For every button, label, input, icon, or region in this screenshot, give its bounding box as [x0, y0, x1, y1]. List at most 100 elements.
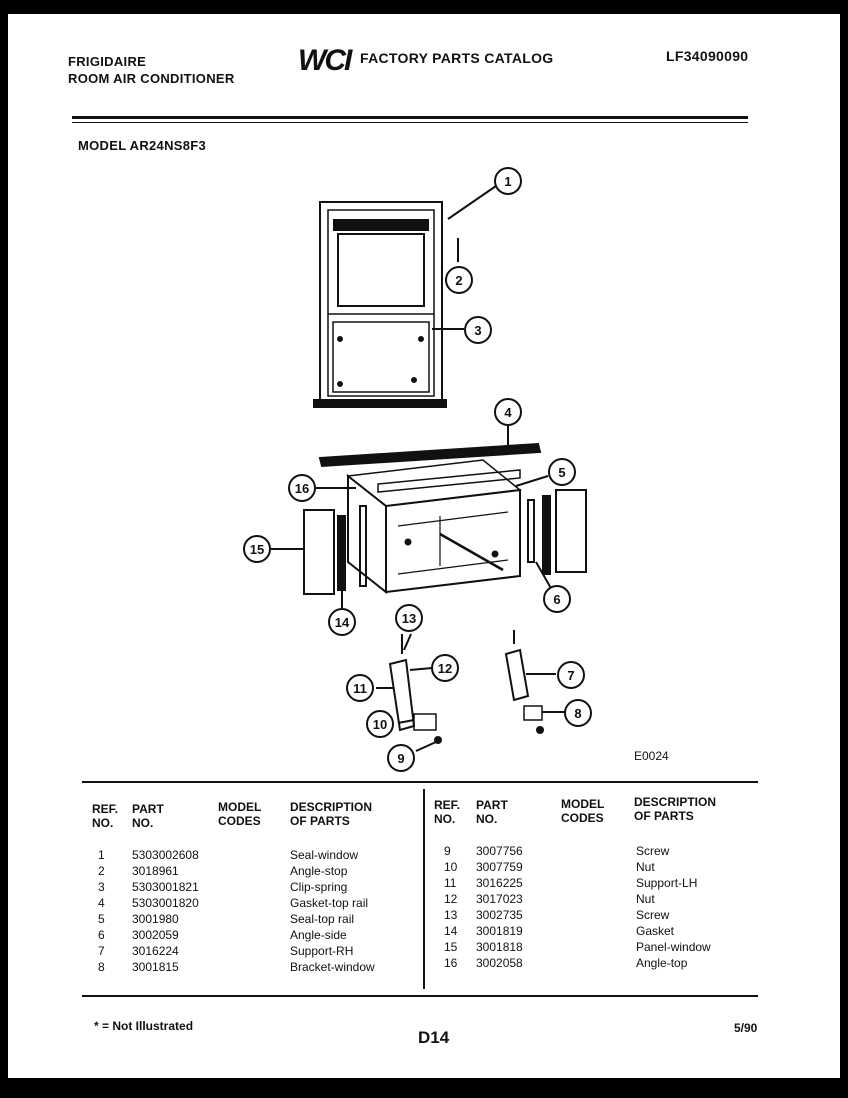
publication-date: 5/90 [734, 1021, 758, 1035]
cell-desc: Angle-top [636, 956, 688, 970]
cell-desc: Nut [636, 892, 655, 906]
cell-part: 3016225 [476, 876, 523, 890]
angle-side-left [359, 505, 367, 587]
cell-part: 5303001820 [132, 896, 199, 910]
wci-logo: WCI [298, 44, 352, 77]
callout-1: 1 [494, 167, 522, 195]
panel-window-left [303, 509, 335, 595]
header-rule-thin [72, 122, 748, 123]
product-name: ROOM AIR CONDITIONER [68, 71, 235, 86]
header-ref-no: REF.NO. [92, 802, 119, 830]
svg-text:16: 16 [295, 481, 309, 496]
cell-desc: Support-LH [636, 876, 698, 890]
svg-text:1: 1 [504, 174, 511, 189]
cell-part: 3016224 [132, 944, 179, 958]
cell-ref: 7 [98, 944, 105, 958]
cell-part: 3001815 [132, 960, 179, 974]
cell-desc: Seal-top rail [290, 912, 355, 926]
svg-text:8: 8 [574, 706, 581, 721]
bracket-window-lh [413, 713, 437, 731]
cell-part: 3002058 [476, 956, 523, 970]
callout-16: 16 [288, 474, 316, 502]
header-ref-no-right: REF.NO. [434, 798, 461, 826]
cell-desc: Angle-side [290, 928, 347, 942]
cell-ref: 11 [444, 876, 457, 890]
callout-9: 9 [387, 744, 415, 772]
callout-6: 6 [543, 585, 571, 613]
callout-11: 11 [346, 674, 374, 702]
callout-4: 4 [494, 398, 522, 426]
cell-ref: 1 [98, 848, 105, 862]
callout-10: 10 [366, 710, 394, 738]
catalog-title: FACTORY PARTS CATALOG [360, 50, 554, 66]
top-rail-seal [377, 469, 521, 493]
callout-13: 13 [395, 604, 423, 632]
page-number: D14 [418, 1028, 450, 1047]
callout-5: 5 [548, 458, 576, 486]
cell-part: 3002059 [132, 928, 179, 942]
catalog-number: LF34090090 [666, 48, 749, 64]
callout-12: 12 [431, 654, 459, 682]
window-panel-lower [332, 321, 430, 393]
brand-name: FRIGIDAIRE [68, 54, 147, 69]
cell-desc: Gasket-top rail [290, 896, 369, 910]
gasket-left [337, 515, 346, 591]
gasket-right [542, 495, 551, 575]
cell-ref: 13 [444, 908, 458, 922]
cell-part: 3007759 [476, 860, 523, 874]
callout-8: 8 [564, 699, 592, 727]
cell-ref: 14 [444, 924, 458, 938]
cell-desc: Angle-stop [290, 864, 348, 878]
svg-text:15: 15 [250, 542, 264, 557]
window-sill [313, 399, 447, 408]
callout-3: 3 [464, 316, 492, 344]
top-rail-gasket [318, 442, 542, 468]
svg-text:5: 5 [558, 465, 565, 480]
cell-ref: 9 [444, 844, 451, 858]
cell-desc: Clip-spring [290, 880, 348, 894]
cell-part: 3001980 [132, 912, 179, 926]
cell-ref: 10 [444, 860, 458, 874]
cell-ref: 6 [98, 928, 105, 942]
table-top-rule [82, 781, 758, 783]
cell-desc: Bracket-window [290, 960, 375, 974]
callout-2: 2 [445, 266, 473, 294]
figure-code: E0024 [634, 749, 669, 763]
cell-ref: 8 [98, 960, 105, 974]
cell-desc: Screw [636, 844, 670, 858]
window-frame-inner [327, 209, 435, 397]
footnote: * = Not Illustrated [94, 1019, 194, 1033]
cell-part: 5303002608 [132, 848, 199, 862]
sleeve-front [385, 488, 521, 594]
svg-text:14: 14 [335, 615, 350, 630]
svg-text:12: 12 [438, 661, 452, 676]
cell-ref: 5 [98, 912, 105, 926]
cell-part: 3018961 [132, 864, 179, 878]
header-rule [72, 116, 748, 119]
callout-7: 7 [557, 661, 585, 689]
svg-text:2: 2 [455, 273, 462, 288]
model-number: MODEL AR24NS8F3 [78, 138, 207, 153]
cell-ref: 16 [444, 956, 458, 970]
cell-desc: Seal-window [290, 848, 359, 862]
cell-desc: Screw [636, 908, 670, 922]
svg-text:4: 4 [504, 405, 512, 420]
support-rh [504, 648, 530, 702]
panel-window-right [555, 489, 587, 573]
cell-desc: Gasket [636, 924, 675, 938]
cell-part: 3017023 [476, 892, 523, 906]
window-glass [337, 233, 425, 307]
svg-text:13: 13 [402, 611, 416, 626]
bracket-window-rh [523, 705, 543, 721]
cell-ref: 2 [98, 864, 105, 878]
svg-text:7: 7 [567, 668, 574, 683]
callout-14: 14 [328, 608, 356, 636]
catalog-page: FRIGIDAIRE ROOM AIR CONDITIONER WCI FACT… [8, 14, 840, 1078]
svg-text:11: 11 [353, 681, 367, 696]
